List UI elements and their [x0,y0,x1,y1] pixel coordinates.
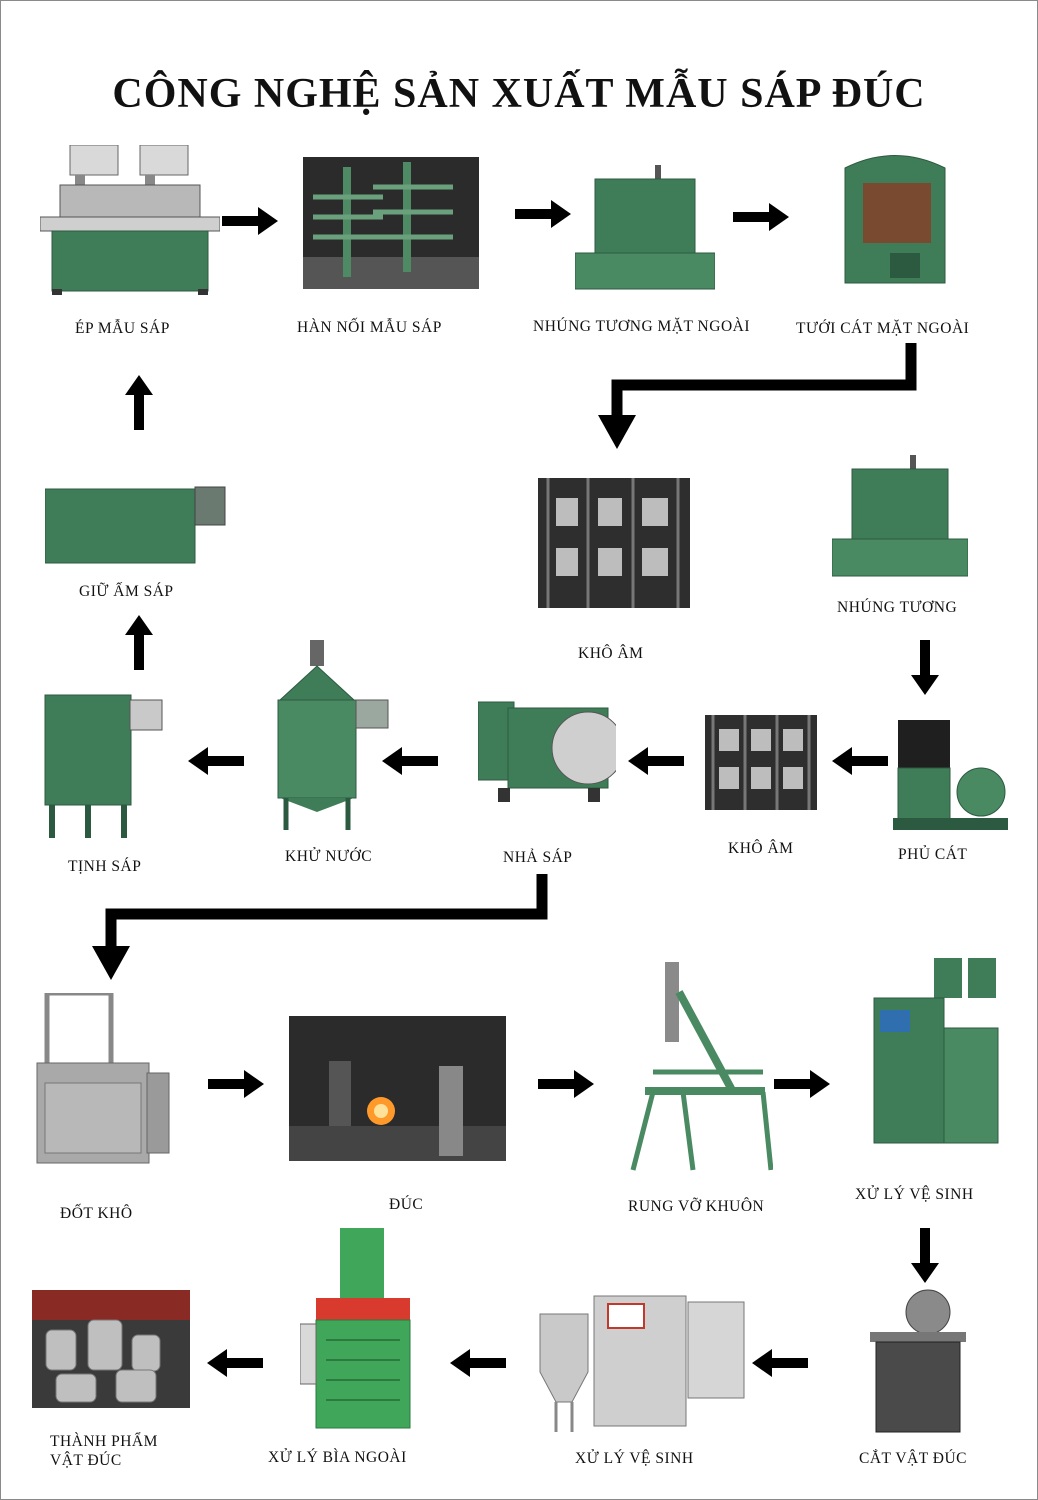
wax-injection-machine-image [40,145,220,295]
flow-arrow-right [538,1070,594,1098]
step-label-line: THÀNH PHẨM [50,1433,158,1450]
step-label: NHÚNG TƯƠNG MẶT NGOÀI [533,318,750,335]
step-label: RUNG VỠ KHUÔN [628,1198,765,1215]
step-label: PHỦ CÁT [898,846,968,863]
shakeout-machine-image [623,962,773,1172]
shot-blast-machine-image [300,1228,412,1430]
diagram-title: CÔNG NGHỆ SẢN XUẤT MẪU SÁP ĐÚC [112,71,926,117]
drying-rack-image [705,715,817,810]
finished-castings-image [32,1290,190,1408]
flow-arrow-left [207,1349,263,1377]
flow-arrow-right [222,207,278,235]
step-label: GIỮ ẤM SÁP [79,583,174,600]
slurry-tank-image [575,165,715,290]
flow-arrow-up [125,375,153,430]
step-label: NHẢ SÁP [503,849,573,866]
flow-arrow-left [188,747,244,775]
slurry-tank-image [832,455,968,577]
flow-arrow-left [832,747,888,775]
flow-arrow-elbow [596,343,922,449]
dewax-autoclave-image [478,688,616,806]
flow-arrow-left [382,747,438,775]
step-label: XỬ LÝ VỆ SINH [855,1186,974,1203]
wax-warming-tank-image [45,485,230,565]
cutoff-saw-image [868,1288,968,1436]
flow-arrow-left [752,1349,808,1377]
sand-coating-machine-image [893,710,1008,832]
step-label: KHÔ ÂM [728,840,794,857]
step-label: TƯỚI CÁT MẶT NGOÀI [796,320,970,337]
step-label: ÉP MẪU SÁP [75,320,170,337]
flow-arrow-up [125,615,153,670]
flow-arrow-right [774,1070,830,1098]
flow-arrow-right [208,1070,264,1098]
drying-rack-image [538,478,690,608]
step-label: HÀN NỐI MẪU SÁP [297,319,442,336]
cleaning-machine-image [866,958,1004,1148]
step-label: KHỬ NƯỚC [285,848,373,865]
dewatering-tank-image [270,640,392,832]
wax-settling-tank-image [40,690,166,840]
sand-rain-machine-image [835,148,955,288]
flow-arrow-left [628,747,684,775]
flow-arrow-left [450,1349,506,1377]
flow-arrow-right [515,200,571,228]
step-label: XỬ LÝ VỆ SINH [575,1450,694,1467]
casting-photo-image [289,1016,506,1161]
flow-arrow-right [733,203,789,231]
step-label: TỊNH SÁP [68,858,142,875]
step-label: ĐÚC [389,1196,424,1213]
step-label: THÀNH PHẨM VẬT ĐÚC [50,1432,200,1470]
sandblast-cabinet-image [538,1292,748,1432]
step-label: KHÔ ÂM [578,645,644,662]
step-label: ĐỐT KHÔ [60,1205,133,1222]
wax-tree-image [303,157,479,289]
step-label: CẮT VẬT ĐÚC [859,1450,967,1467]
step-label: NHÚNG TƯƠNG [837,599,958,616]
step-label-line: VẬT ĐÚC [50,1452,122,1469]
flow-arrow-down [911,640,939,695]
flow-arrow-elbow [90,874,550,980]
step-label: XỬ LÝ BÌA NGOÀI [268,1449,407,1466]
flow-arrow-down [911,1228,939,1283]
shell-firing-furnace-image [35,993,173,1168]
